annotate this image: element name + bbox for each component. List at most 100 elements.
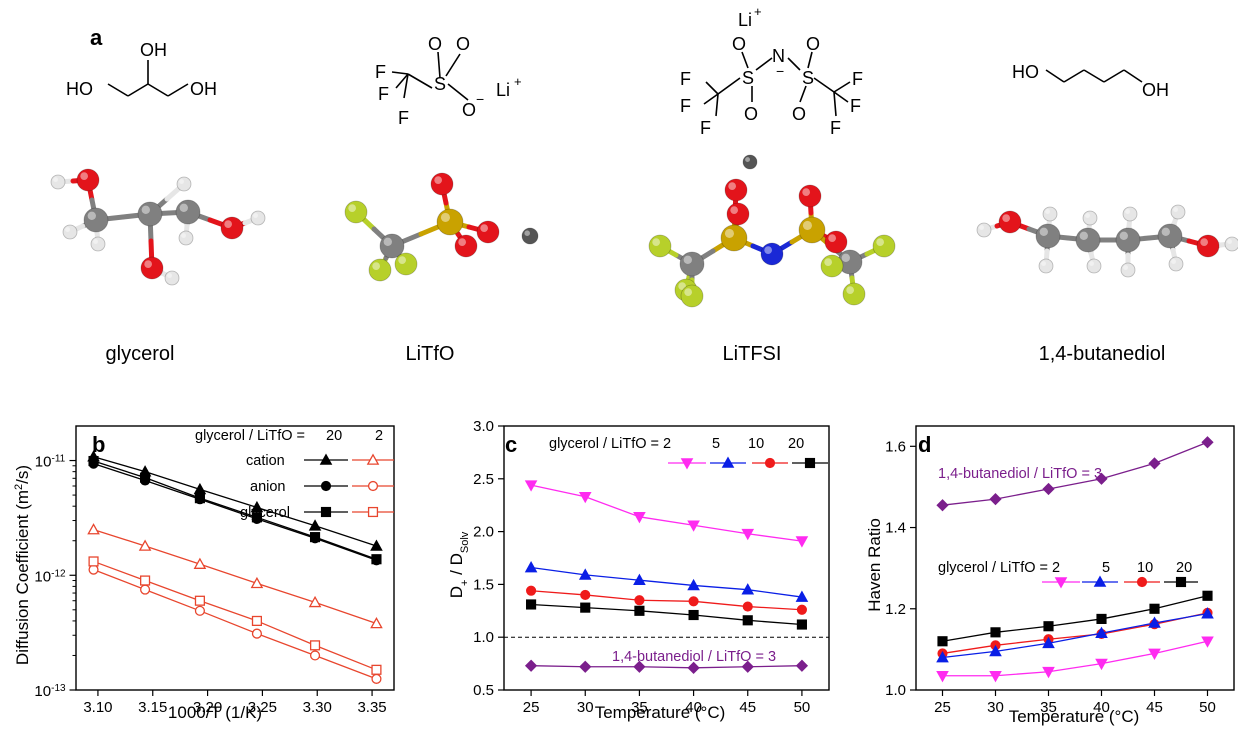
butanediol-model-atom-H-9 (1122, 206, 1138, 222)
panel-b-series-line-0 (93, 456, 377, 547)
litfsi-model-atom-F-13-highlight (846, 286, 855, 294)
butanediol-model-atom-H-6 (1082, 210, 1098, 226)
panel-d-legend-marks (1042, 575, 1198, 589)
litfo-model-atom-S-4 (436, 208, 464, 236)
litfo-model-atom-O-7 (454, 234, 478, 258)
panel-c-series-0-point-0 (524, 480, 538, 492)
panel-d-series-3-point-3 (1095, 626, 1108, 638)
panel-b-series-5-point-1 (140, 575, 151, 586)
butanediol-model-atom-H-0-highlight (979, 225, 984, 230)
butanediol-model-atom-C-2 (1035, 223, 1061, 249)
panel-c-ylabel: D+ / DSolv (447, 531, 471, 598)
butanediol-model-atom-O-1-highlight (1002, 214, 1011, 222)
litfo-model-atom-F-2 (368, 258, 392, 282)
litfsi-model-li (742, 154, 758, 170)
litfo-model-atom-S-4-highlight (440, 212, 451, 222)
litfsi-model-atom-F-12-highlight (876, 238, 885, 246)
panel-d-series-1-point-5 (1202, 590, 1213, 601)
litfsi-model-atom-C-7 (679, 251, 705, 277)
panel-b-xtick-label-5: 3.35 (357, 699, 386, 716)
panel-b-series-line-4 (93, 569, 377, 680)
litfo-o1: O (428, 34, 442, 54)
panel-b-legend-row-glycerol: glycerol (240, 505, 290, 521)
panel-c-xtick-label-3: 40 (685, 699, 702, 716)
glycerol-model-atom-H-0-highlight (53, 177, 58, 182)
panel-d-legend-1-marker (1093, 575, 1107, 587)
panel-c-series-1-point-1 (578, 568, 592, 580)
butanediol-model-atom-H-12 (1170, 204, 1186, 220)
litfsi-f1: F (680, 69, 691, 89)
panel-d-xtick-label-4: 45 (1146, 699, 1163, 716)
litfsi-model-atom-C-11-highlight (841, 253, 850, 262)
panel-d-ytick-label-2: 1.4 (885, 520, 906, 537)
panel-c-ytick-label-1: 1.0 (473, 629, 494, 646)
litfsi-o4: O (792, 104, 806, 124)
litfo-o3: O (462, 100, 476, 120)
panel-b-legend-2-col1-marker (320, 506, 332, 518)
glycerol-model-atom-O-11-highlight (224, 220, 232, 228)
glycerol-model-atom-C-2 (83, 207, 109, 233)
panel-b-legend-0-col1-marker (319, 453, 333, 465)
panel-d-series-0-point-5 (1201, 436, 1214, 449)
litfo-li-charge: + (514, 74, 522, 89)
butanediol-model-atom-O-14 (1196, 234, 1220, 258)
butanediol-model-atom-C-8 (1115, 227, 1141, 253)
litfo-name: LiTfO (406, 343, 455, 365)
panel-c-legend-header: glycerol / LiTfO = 2 (549, 436, 671, 452)
glycerol-model-atom-H-6-highlight (179, 179, 184, 184)
litfo-f3: F (398, 108, 409, 128)
panel-d-legend: glycerol / LiTfO = 2 5 10 20 (938, 560, 1198, 589)
butanediol-model-atom-H-9-highlight (1125, 209, 1131, 214)
litfsi-model-atom-F-13 (842, 282, 866, 306)
panel-b-series-3-point-0 (87, 523, 100, 535)
panel-b-series-4-point-5 (371, 673, 382, 684)
panel-c-series-0-point-3 (687, 520, 700, 532)
panel-c-series-line-3 (531, 603, 802, 626)
panel-c-series-2-point-5 (796, 604, 807, 615)
litfsi-n: N (772, 46, 785, 66)
panel-c-series-line-0 (530, 484, 803, 542)
panel-d-ylabel: Haven Ratio (865, 518, 884, 612)
litfsi-o2: O (744, 104, 758, 124)
glycerol-oh-right: OH (190, 79, 217, 99)
litfsi-li: Li (738, 10, 752, 30)
butanediol-model-atom-C-2-highlight (1039, 227, 1049, 236)
panel-b-series-2-point-2 (194, 493, 205, 504)
panel-d-legend-0-marker (1054, 577, 1068, 589)
butanediol-model-atom-O-14-highlight (1200, 238, 1208, 246)
glycerol-model-atom-O-11 (220, 216, 244, 240)
panel-b-series-2-point-5 (371, 554, 382, 565)
litfsi-model-atom-F-14 (820, 254, 844, 278)
litfsi-s2: S (802, 68, 814, 88)
panel-d-series-1-point-3 (1096, 613, 1107, 624)
panel-b-legend-row-cation: cation (246, 453, 285, 469)
litfsi-model-atom-S-2 (720, 224, 748, 252)
litfsi-model-atom-F-8-highlight (652, 238, 661, 246)
litfsi-model-atom-O-0-highlight (728, 182, 737, 190)
panel-c-series-4-point-5 (795, 659, 809, 672)
litfo-model-atom-O-5-highlight (434, 176, 442, 184)
panel-d-xtick-label-5: 50 (1199, 699, 1216, 716)
panel-c-series-1-point-3 (687, 578, 700, 591)
litfsi-model-atom-O-6-highlight (828, 234, 837, 242)
panel-d-series-3-point-0 (936, 650, 949, 663)
litfsi-s1: S (742, 68, 754, 88)
butanediol-model-atom-C-5-highlight (1079, 231, 1089, 240)
glycerol-model-atom-C-2-highlight (87, 211, 97, 220)
butanediol-model-atom-C-11-highlight (1161, 227, 1171, 236)
panel-c-series-3-point-3 (688, 609, 699, 621)
panel-c-legend-label-10: 10 (748, 436, 764, 452)
litfo-model-atom-O-6-highlight (480, 224, 488, 232)
panel-c-series-1-point-4 (741, 583, 755, 595)
panel-b-series-3-point-5 (370, 616, 383, 629)
panel-b-series-3-point-4 (308, 595, 322, 608)
butanediol-model-atom-H-0 (976, 222, 992, 238)
butanediol-oh: OH (1142, 80, 1169, 100)
butanediol-ho: HO (1012, 62, 1039, 82)
butanediol-model-atom-H-4 (1038, 258, 1054, 274)
panel-d-xtick-label-1: 30 (987, 699, 1004, 716)
butanediol-model-atom-H-4-highlight (1041, 261, 1047, 266)
